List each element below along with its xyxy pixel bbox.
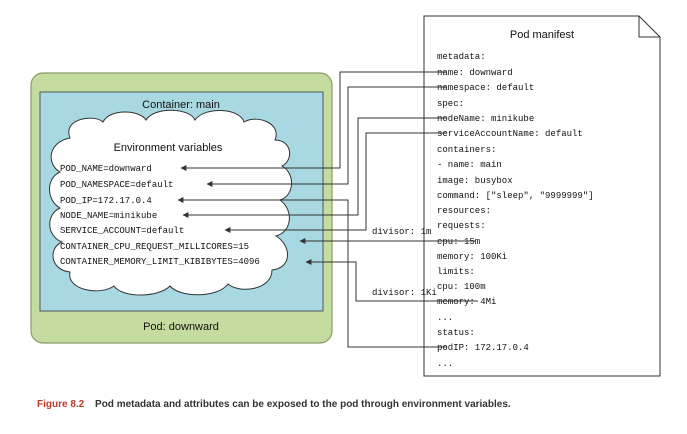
manifest-line: command: ["sleep", "9999999"] (437, 191, 594, 201)
divisor-memory-label: divisor: 1Ki (372, 288, 437, 298)
connector-service-account (224, 132, 447, 233)
figure-caption: Figure 8.2 Pod metadata and attributes c… (37, 399, 677, 410)
manifest-line: image: busybox (437, 176, 513, 186)
manifest-line: - name: main (437, 160, 502, 170)
manifest-line: limits: (437, 267, 475, 277)
manifest-line: cpu: 100m (437, 282, 486, 292)
manifest-title: Pod manifest (510, 29, 574, 41)
env-var-list: POD_NAME=downward POD_NAMESPACE=default … (60, 164, 260, 267)
connector-pod-ip (177, 197, 447, 348)
manifest-line: spec: (437, 99, 464, 109)
manifest-line: cpu: 15m (437, 237, 480, 247)
manifest-line: ... (437, 313, 453, 323)
figure-number: Figure 8.2 (37, 399, 85, 410)
env-var-memory-limit: CONTAINER_MEMORY_LIMIT_KIBIBYTES=4096 (60, 257, 260, 267)
manifest-line: podIP: 172.17.0.4 (437, 343, 529, 353)
manifest-line: requests: (437, 221, 486, 231)
connector-pod-name (180, 71, 447, 171)
env-cloud (49, 109, 292, 296)
manifest-line: containers: (437, 145, 496, 155)
manifest-dogear (638, 16, 660, 38)
pod-label: Pod: downward (143, 321, 219, 333)
env-var-cpu-request: CONTAINER_CPU_REQUEST_MILLICORES=15 (60, 242, 249, 252)
connector-memory-limit (305, 259, 478, 302)
connector-node-name (182, 117, 447, 218)
env-var-pod-namespace: POD_NAMESPACE=default (60, 180, 173, 190)
manifest-line: status: (437, 328, 475, 338)
figure-caption-text: Pod metadata and attributes can be expos… (95, 399, 511, 410)
env-title: Environment variables (114, 142, 223, 154)
manifest-line: metadata: (437, 52, 486, 62)
container-label: Container: main (142, 99, 220, 111)
manifest-line: name: downward (437, 68, 513, 78)
manifest-line: resources: (437, 206, 491, 216)
manifest-lines: metadata: name: downward namespace: defa… (437, 52, 594, 369)
env-var-node-name: NODE_NAME=minikube (60, 211, 157, 221)
manifest-line: memory: 100Ki (437, 252, 507, 262)
manifest-line: namespace: default (437, 83, 534, 93)
env-var-pod-ip: POD_IP=172.17.0.4 (60, 196, 152, 206)
divisor-cpu-label: divisor: 1m (372, 227, 431, 237)
manifest-line: ... (437, 359, 453, 369)
manifest-line: memory: 4Mi (437, 297, 496, 307)
manifest-document (423, 15, 661, 377)
env-var-service-account: SERVICE_ACCOUNT=default (60, 226, 184, 236)
env-var-pod-name: POD_NAME=downward (60, 164, 152, 174)
manifest-line: serviceAccountName: default (437, 129, 583, 139)
connector-pod-namespace (206, 86, 447, 187)
manifest-line: nodeName: minikube (437, 114, 534, 124)
